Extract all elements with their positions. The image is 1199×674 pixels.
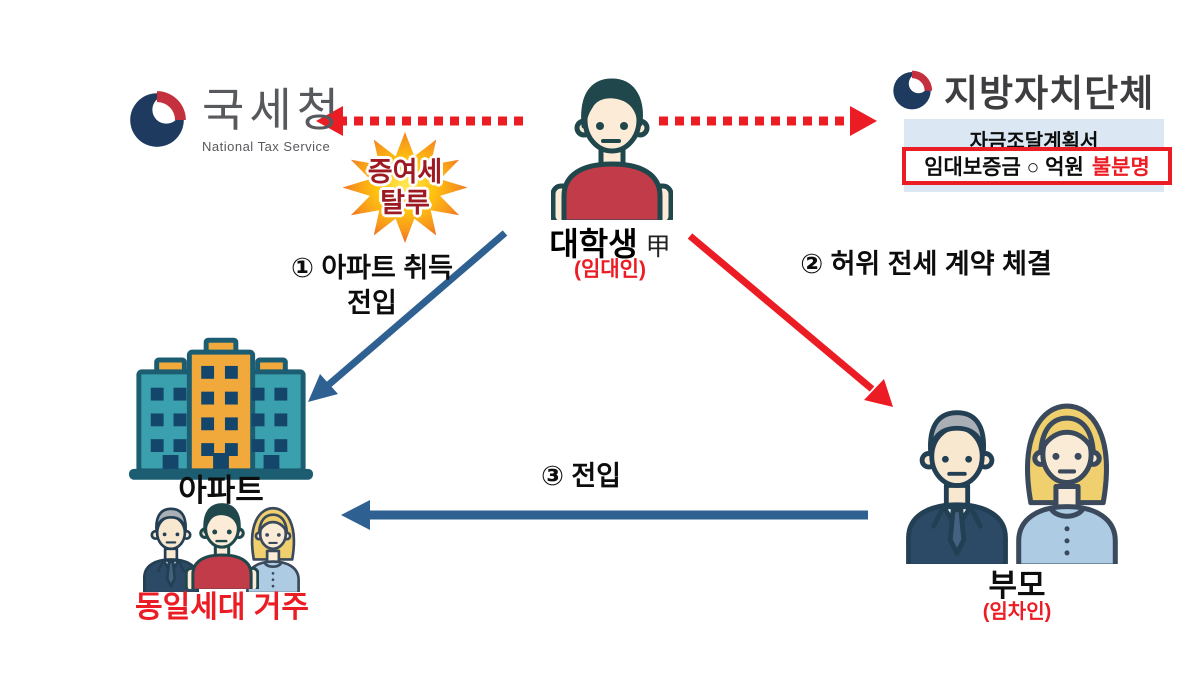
deposit-label: 임대보증금 ○ 억원 <box>924 156 1084 179</box>
step1-label: ① 아파트 취득 전입 <box>246 251 498 321</box>
step3-label: ③ 전입 <box>540 461 622 491</box>
father-icon <box>143 507 199 592</box>
mother-icon <box>1016 403 1118 564</box>
apartment-icon <box>128 337 314 480</box>
student-icon <box>185 503 259 589</box>
parents-role: (임차인) <box>982 601 1052 623</box>
starburst-icon <box>342 132 468 243</box>
same-household-label: 동일세대 거주 <box>135 591 309 624</box>
step1-line1: ① 아파트 취득 <box>290 253 454 283</box>
funding-plan-box: 자금조달계획서 임대보증금 ○ 억원 불분명 <box>902 119 1172 192</box>
localgov-name: 지방자치단체 <box>944 73 1155 114</box>
parents-label: 부모 <box>988 568 1046 603</box>
deposit-status-unclear: 불분명 <box>1091 156 1150 179</box>
step1-line2: 전입 <box>347 288 397 319</box>
nts-logo: 국세청 National Tax Service <box>124 86 344 154</box>
family-trio <box>139 497 305 592</box>
parents-figures <box>898 398 1130 564</box>
nts-text: 국세청 National Tax Service <box>202 84 344 155</box>
nts-subtitle: National Tax Service <box>202 139 331 155</box>
student-role: (임대인) <box>574 258 646 281</box>
nts-name: 국세청 <box>202 84 344 136</box>
step2-label: ② 허위 전세 계약 체결 <box>800 249 1052 279</box>
father-icon <box>906 410 1008 564</box>
dotted-arrow-to-localgov <box>659 106 877 136</box>
student-hanja: 甲 <box>645 232 671 261</box>
apartment-label: 아파트 <box>178 473 264 508</box>
arrow-step3-blue <box>341 500 868 530</box>
student-icon <box>551 78 673 220</box>
korea-gov-emblem-icon <box>130 91 186 147</box>
burst-line1: 증여세 <box>367 157 443 188</box>
korea-gov-emblem-icon <box>893 70 933 110</box>
student-name: 대학생 <box>549 226 638 262</box>
funding-plan-deposit-line: 임대보증금 ○ 억원 불분명 <box>902 147 1172 185</box>
localgov-logo: 지방자치단체 <box>889 63 1154 117</box>
burst-line2: 탈루 <box>380 187 430 218</box>
tax-evasion-burst: 증여세 탈루 <box>332 127 478 248</box>
mother-icon <box>246 506 300 592</box>
burst-label: 증여세 탈루 <box>332 127 478 248</box>
